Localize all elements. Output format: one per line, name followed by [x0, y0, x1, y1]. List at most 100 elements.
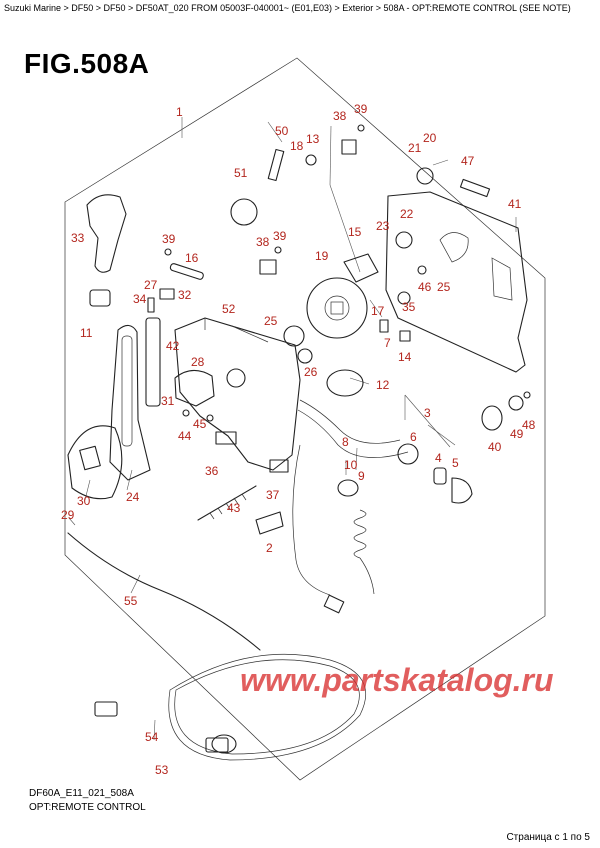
- callout-18: 18: [290, 139, 304, 153]
- callout-26: 26: [304, 365, 318, 379]
- key-cap-5: [451, 477, 473, 504]
- callout-39c: 39: [354, 102, 368, 116]
- figure-code: DF60A_E11_021_508A: [29, 788, 134, 799]
- watermark-text: www.partskatalog.ru: [240, 662, 554, 698]
- clip-37: [269, 459, 289, 473]
- detent-ring: [226, 368, 246, 388]
- callout-40: 40: [488, 440, 502, 454]
- throttle-cam-19: [306, 277, 368, 339]
- washer-26: [297, 348, 313, 364]
- callout-52: 52: [222, 302, 236, 316]
- lever-slot: [121, 335, 133, 447]
- callout-7: 7: [384, 336, 391, 350]
- block-38: [259, 259, 277, 275]
- screw-44: [182, 409, 190, 417]
- screw-46: [417, 265, 427, 275]
- shaft-15: [343, 253, 379, 283]
- control-cable-55: [67, 532, 261, 651]
- callout-32: 32: [178, 288, 192, 302]
- callout-8: 8: [342, 435, 349, 449]
- callout-5: 5: [452, 456, 459, 470]
- callout-45: 45: [193, 417, 207, 431]
- plate-35: [397, 291, 411, 305]
- callout-23: 23: [376, 219, 390, 233]
- callout-50: 50: [275, 124, 289, 138]
- screw-34: [147, 297, 155, 313]
- control-housing: [174, 317, 301, 471]
- washer-13: [305, 154, 317, 166]
- callout-33: 33: [71, 231, 85, 245]
- callouts: 1 2 3 4 5 6 7 8 9 10 11 12 13 14 15 16 1…: [61, 102, 536, 777]
- callout-30: 30: [77, 494, 91, 508]
- washer-25: [283, 325, 305, 347]
- lanyard-coil: [353, 509, 367, 559]
- pin-16: [169, 263, 204, 280]
- bolt-38-top: [341, 139, 357, 155]
- callout-44: 44: [178, 429, 192, 443]
- spring-27: [159, 288, 175, 300]
- callout-9: 9: [358, 469, 365, 483]
- callout-14: 14: [398, 350, 412, 364]
- lever-cover-30: [67, 425, 123, 500]
- harness-grommet: [211, 734, 237, 754]
- clip-47: [459, 178, 491, 198]
- callout-19: 19: [315, 249, 329, 263]
- harness-plug-54: [94, 701, 118, 717]
- key-4: [433, 467, 447, 485]
- bolt-14: [399, 330, 411, 342]
- callout-42: 42: [166, 339, 180, 353]
- figure-caption: OPT:REMOTE CONTROL: [29, 802, 146, 813]
- plate-42: [145, 317, 161, 407]
- harness-plug: [205, 737, 229, 753]
- callout-22: 22: [400, 207, 414, 221]
- nut-49: [508, 395, 524, 411]
- page-count: Страница с 1 по 5: [506, 832, 590, 843]
- lead-lines: [68, 117, 517, 741]
- callout-51: 51: [234, 166, 248, 180]
- callout-25b: 25: [437, 280, 451, 294]
- emblem-icon: [79, 445, 101, 471]
- callout-27: 27: [144, 278, 158, 292]
- callout-38a: 38: [333, 109, 347, 123]
- bracket-11: [89, 289, 111, 307]
- sleeve-50: [267, 148, 285, 182]
- callout-10: 10: [344, 458, 358, 472]
- callout-12: 12: [376, 378, 390, 392]
- neutral-switch-12: [326, 369, 364, 397]
- assembly-outline: [64, 57, 546, 781]
- cam-51: [230, 198, 258, 226]
- harness-connector: [323, 594, 345, 614]
- key-switch-6: [397, 443, 419, 465]
- callout-16: 16: [185, 251, 199, 265]
- callout-17: 17: [371, 304, 385, 318]
- callout-41: 41: [508, 197, 522, 211]
- callout-37: 37: [266, 488, 280, 502]
- callout-25a: 25: [264, 314, 278, 328]
- callout-11: 11: [80, 326, 93, 340]
- callout-54: 54: [145, 730, 159, 744]
- callout-31: 31: [161, 394, 175, 408]
- callout-39a: 39: [162, 232, 176, 246]
- screw-48: [523, 391, 531, 399]
- wire-harness-53: [168, 653, 367, 761]
- bolt-43: [197, 485, 257, 521]
- callout-53: 53: [155, 763, 169, 777]
- callout-35: 35: [402, 300, 416, 314]
- callout-4: 4: [435, 451, 442, 465]
- callout-55: 55: [124, 594, 138, 608]
- side-panel-41: [385, 191, 528, 373]
- screw-39c: [357, 124, 365, 132]
- cap-40: [481, 405, 503, 431]
- breadcrumb[interactable]: Suzuki Marine > DF50 > DF50 > DF50AT_020…: [4, 3, 571, 13]
- callout-43: 43: [227, 501, 241, 515]
- clip-36: [215, 431, 237, 445]
- screw-45: [206, 414, 214, 422]
- callout-47: 47: [461, 154, 475, 168]
- callout-34: 34: [133, 292, 147, 306]
- callout-2: 2: [266, 541, 273, 555]
- callout-39b: 39: [273, 229, 287, 243]
- pin-7: [379, 319, 389, 333]
- control-lever-24: [109, 324, 151, 481]
- bracket-2: [255, 511, 284, 535]
- screw-39: [164, 248, 172, 256]
